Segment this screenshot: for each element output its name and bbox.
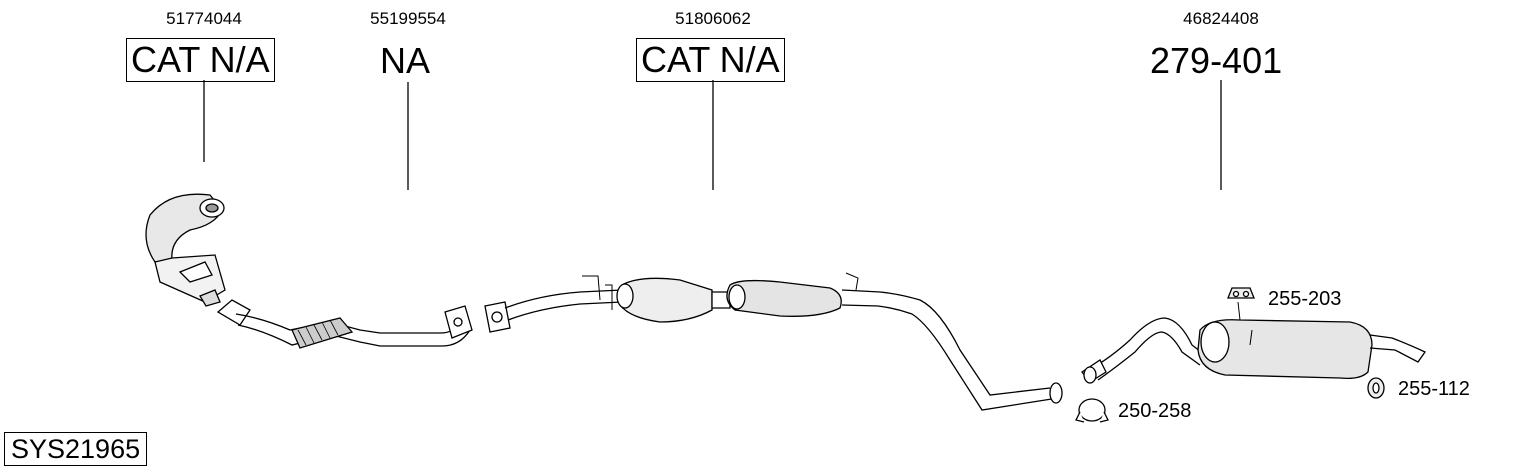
accessory-label-hanger[interactable]: 255-203 — [1268, 288, 1342, 310]
part-label-4[interactable]: 279-401 — [1150, 40, 1283, 81]
oem-number-4: 46824408 — [1183, 9, 1259, 28]
pipe-clamp-icon — [1075, 398, 1109, 423]
part-label-1[interactable]: CAT N/A — [126, 38, 275, 82]
part-label-2[interactable]: NA — [380, 40, 431, 81]
center-section — [504, 272, 1063, 411]
rear-muffler — [1081, 301, 1426, 384]
rubber-ring-icon — [1367, 377, 1385, 399]
flange — [484, 301, 511, 333]
accessory-label-ring[interactable]: 255-112 — [1398, 378, 1470, 400]
oem-number-1: 51774044 — [166, 9, 242, 28]
rubber-hanger-icon — [1227, 287, 1255, 299]
manifold-catalyst — [145, 193, 226, 307]
part-label-3[interactable]: CAT N/A — [636, 38, 785, 82]
oem-number-3: 51806062 — [675, 9, 751, 28]
accessory-label-clamp[interactable]: 250-258 — [1118, 400, 1192, 422]
oem-number-2: 55199554 — [370, 9, 446, 28]
front-pipe — [216, 299, 473, 349]
system-code: SYS21965 — [4, 432, 148, 466]
